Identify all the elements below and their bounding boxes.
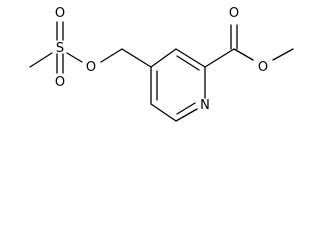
atom-label-linker-o: O <box>86 60 96 75</box>
bond-ch2-o <box>100 48 123 63</box>
bond-c3-c2-inner <box>176 55 200 71</box>
bond-c2-carbonyl <box>204 48 235 68</box>
bond-c4-ch2 <box>121 48 152 68</box>
atom-label-sulfonyl-o-bottom: O <box>55 75 65 90</box>
atom-label-ring-n: N <box>200 98 210 113</box>
bond-c3-c2 <box>175 48 206 68</box>
atom-label-ether-o: O <box>258 60 268 75</box>
bond-o-s <box>66 52 83 63</box>
atom-label-sulfur: S <box>56 41 64 56</box>
bond-c4-c3 <box>150 48 177 68</box>
atom-label-carbonyl-o: O <box>229 6 239 21</box>
bond-n1-c6-inner <box>176 102 196 115</box>
bond-c6-c5 <box>150 103 177 122</box>
bond-n1-c6 <box>175 108 198 122</box>
bond-ether-o-methyl <box>272 48 294 61</box>
methyl-ester-group <box>204 24 294 68</box>
bond-s-methyl <box>29 52 53 68</box>
mesylate-group <box>29 21 152 74</box>
pyridine-ring <box>150 48 206 122</box>
atom-label-sulfonyl-o-top: O <box>55 6 65 21</box>
chemical-structure-diagram: N O O O S O O <box>29 6 294 122</box>
bond-carbonyl-ether-o <box>233 48 254 61</box>
